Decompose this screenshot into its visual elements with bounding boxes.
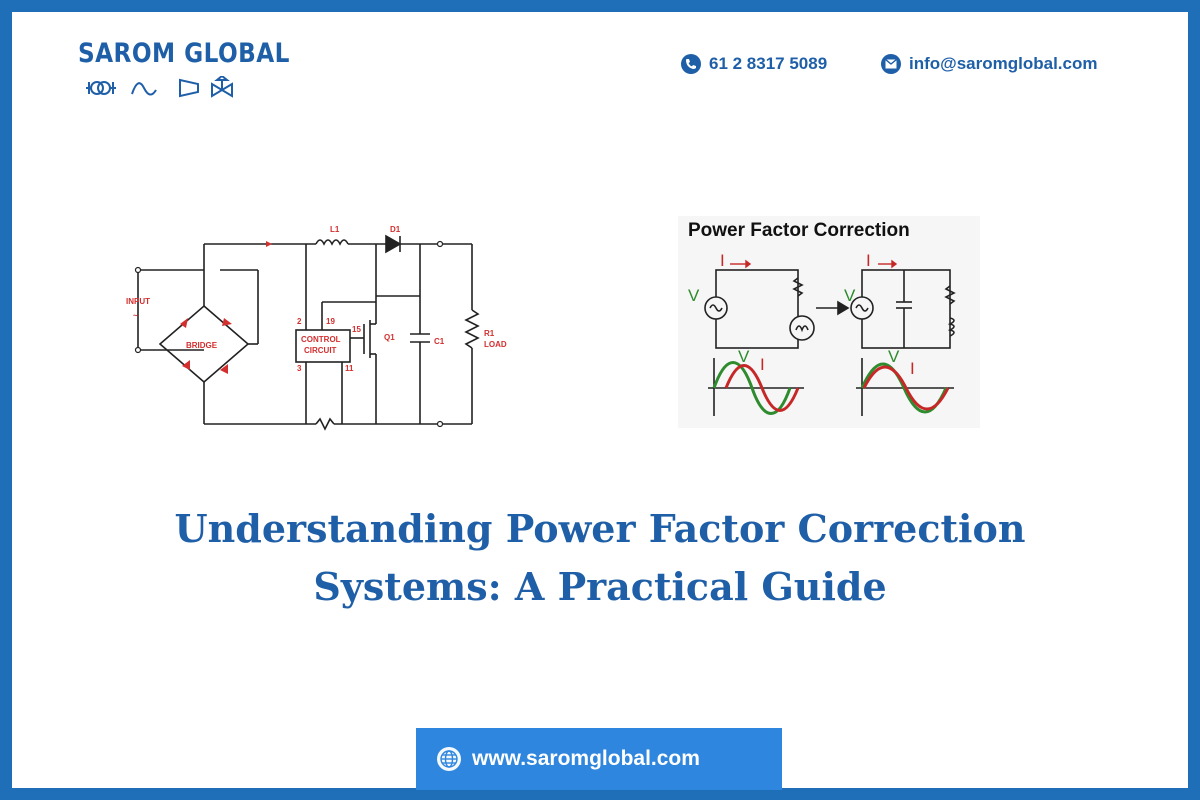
phone-icon [681,54,701,74]
label-control-1: CONTROL [301,335,341,344]
label-pin2: 2 [297,317,302,326]
email-contact[interactable]: info@saromglobal.com [881,54,1098,74]
label-pin3: 3 [297,364,302,373]
right-wave-i-label: I [910,359,915,378]
page-headline: Understanding Power Factor Correction Sy… [0,500,1200,616]
label-d1: D1 [390,225,401,234]
left-current-label: I [720,251,725,270]
right-current-label: I [866,251,871,270]
label-bridge: BRIDGE [186,341,218,350]
right-voltage-label: V [844,286,856,305]
pump-icon [179,78,199,98]
label-c1: C1 [434,337,445,346]
transformer-icon [86,81,116,95]
right-wave-v-label: V [888,347,900,366]
phone-contact[interactable]: 61 2 8317 5089 [681,54,827,74]
pfc-circuit-diagram: L1 D1 INPUT ~ BRIDGE CONTROL CIRCUIT 2 1… [126,225,507,431]
label-r1: R1 [484,329,495,338]
label-l1: L1 [330,225,340,234]
label-control-2: CIRCUIT [304,346,337,355]
page-frame [12,12,1188,788]
phone-number: 61 2 8317 5089 [709,54,828,73]
left-voltage-label: V [688,286,700,305]
globe-icon [437,747,461,771]
website-link[interactable]: www.saromglobal.com [416,728,782,790]
left-wave-v-label: V [738,347,750,366]
headline-line-1: Understanding Power Factor Correction [174,506,1026,551]
label-load: LOAD [484,340,507,349]
pfc-figure: I V V I I V V I [688,251,956,416]
email-address: info@saromglobal.com [909,54,1098,73]
label-input: INPUT [126,297,150,306]
website-url: www.saromglobal.com [472,747,700,770]
brand-name: SAROM GLOBAL [78,38,290,69]
label-pin11: 11 [345,364,354,373]
brand-logo[interactable]: SAROM GLOBAL [78,38,324,98]
label-pin19: 19 [326,317,335,326]
pfc-illustration: Power Factor Correction [678,216,980,428]
sine-wave-icon [131,82,157,96]
label-pin15: 15 [352,325,361,334]
label-q1: Q1 [384,333,395,342]
brand-icon-row [86,76,233,98]
ac-source-icon: ~ [133,311,138,320]
headline-line-2: Systems: A Practical Guide [313,564,887,609]
pfc-title: Power Factor Correction [688,220,910,241]
valve-icon [211,76,233,98]
email-icon [881,54,901,74]
left-wave-i-label: I [760,355,765,374]
